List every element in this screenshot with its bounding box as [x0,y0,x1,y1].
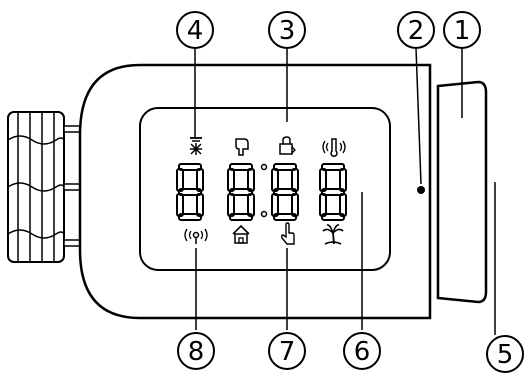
callout-8: 8 [177,332,215,370]
colon-top [260,163,268,171]
svg-text:8: 8 [188,337,205,367]
decimal-point [260,210,268,218]
svg-text:4: 4 [187,16,204,46]
callout-4: 4 [176,11,214,49]
home-icon [232,224,250,244]
digit-1 [176,163,204,221]
leader-lines [194,47,496,335]
status-led [417,186,425,194]
svg-text:3: 3 [279,16,296,46]
holiday-palm-icon [322,224,344,245]
callout-2: 2 [397,11,435,49]
frost-protection-icon [190,137,202,155]
touch-hand-icon [280,222,295,245]
svg-text:7: 7 [279,337,296,367]
window-open-icon [322,138,346,157]
svg-text:5: 5 [497,340,514,370]
knurled-knob [7,111,87,263]
manual-mode-icon [235,138,249,156]
radio-signal-icon [184,228,208,244]
lock-icon [279,136,296,155]
digit-3 [271,163,299,221]
callout-5: 5 [486,335,524,373]
digit-2 [227,163,255,221]
svg-text:2: 2 [408,16,425,46]
digit-4 [319,163,347,221]
lcd-digits [176,163,347,221]
svg-text:6: 6 [354,337,371,367]
svg-text:1: 1 [454,16,471,46]
callout-3: 3 [268,11,306,49]
callout-6: 6 [343,332,381,370]
callout-7: 7 [268,332,306,370]
end-cap [436,80,488,304]
callout-1: 1 [443,11,481,49]
